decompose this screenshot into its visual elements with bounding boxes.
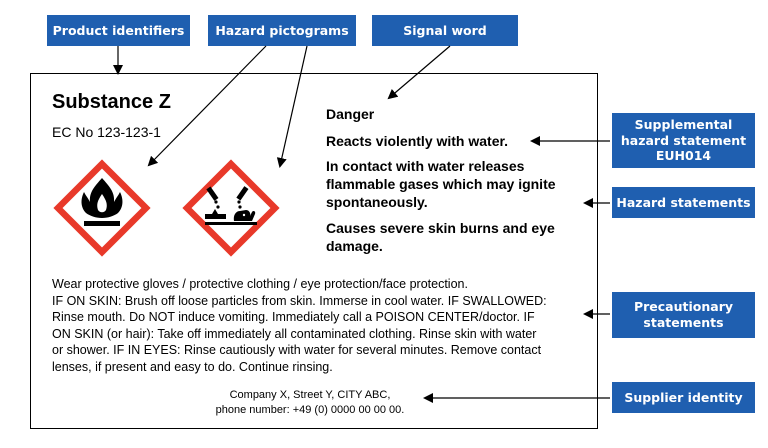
signal-word: Danger — [326, 106, 375, 122]
corrosion-pictogram — [182, 159, 280, 257]
supplemental-statement: Reacts violently with water. — [326, 133, 509, 149]
callout-precautionary-statements: Precautionary statements — [612, 292, 755, 338]
flame-icon — [81, 178, 123, 226]
callout-product-identifiers: Product identifiers — [47, 15, 190, 46]
callout-hazard-statements: Hazard statements — [612, 187, 755, 218]
substance-name: Substance Z — [52, 91, 171, 113]
supplier-identity: Company X, Street Y, CITY ABC, phone num… — [215, 389, 405, 417]
hazard-statements: In contact with water releases flammable… — [326, 158, 596, 264]
callout-signal-word: Signal word — [372, 15, 518, 46]
label-frame — [30, 73, 598, 429]
callout-supplemental-hazard: Supplemental hazard statement EUH014 — [612, 113, 755, 168]
hazard-statement-1: In contact with water releases flammable… — [326, 158, 556, 210]
arrow-signal-word — [387, 45, 451, 100]
corrosion-icon — [205, 186, 257, 225]
flame-pictogram — [53, 159, 151, 257]
arrow-pictogram-flame — [147, 45, 267, 167]
hazard-statement-2: Causes severe skin burns and eye damage. — [326, 219, 555, 254]
callout-supplier-identity: Supplier identity — [612, 382, 755, 413]
precautionary-statements: Wear protective gloves / protective clot… — [52, 277, 547, 374]
callout-hazard-pictograms: Hazard pictograms — [208, 15, 356, 46]
arrow-pictogram-corrosion — [276, 45, 308, 168]
ec-number: EC No 123-123-1 — [52, 124, 161, 140]
